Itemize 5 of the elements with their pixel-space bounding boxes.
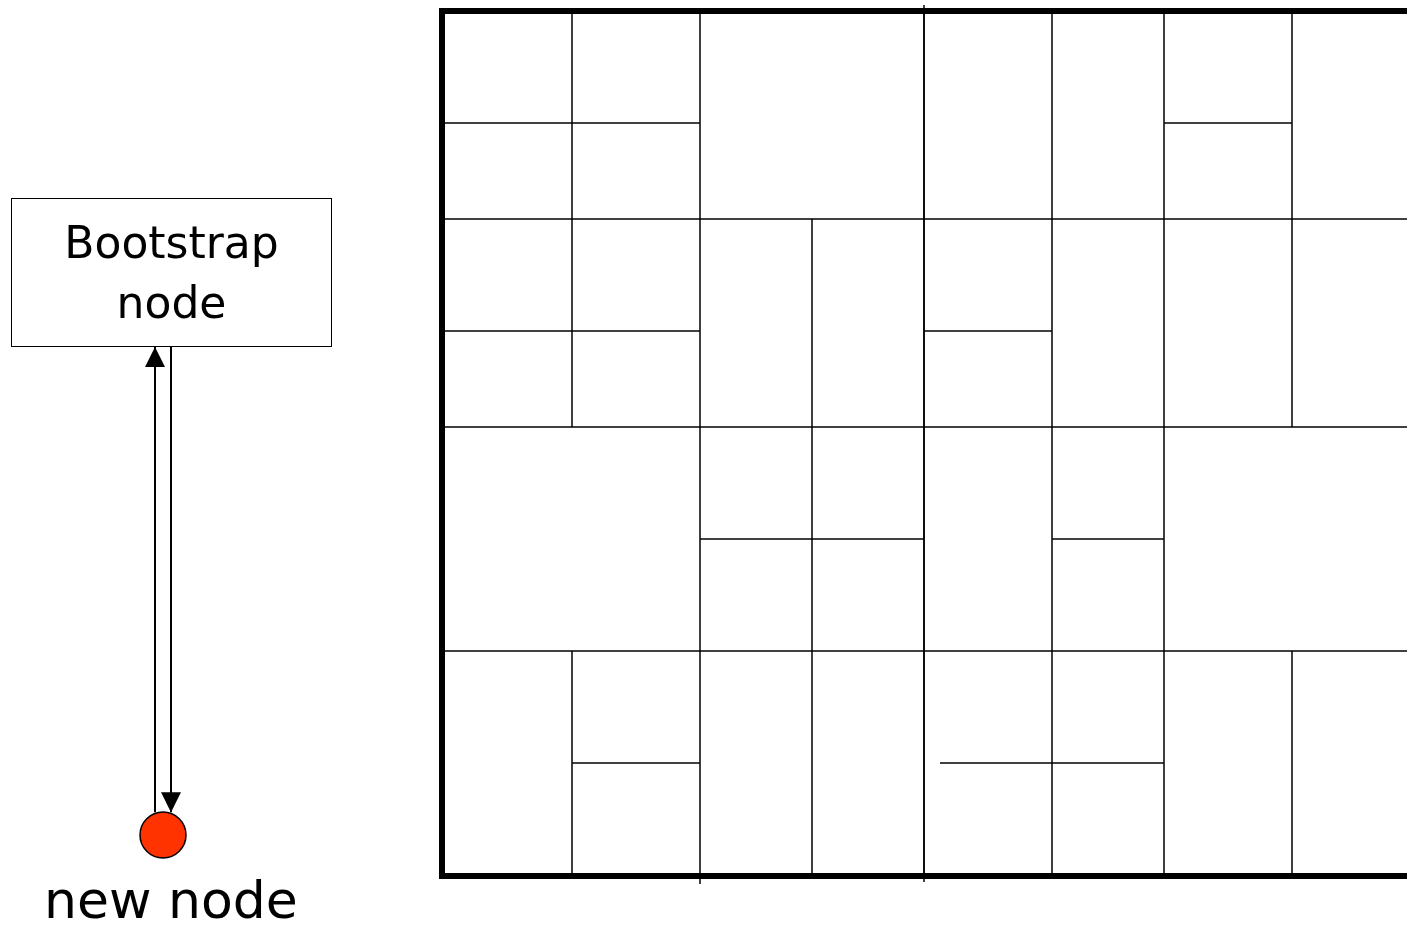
process-box [11, 198, 332, 347]
arrow [145, 346, 165, 814]
node-label: new node [44, 869, 298, 932]
arrow [161, 346, 181, 814]
node-label: Bootstrap node [63, 216, 280, 330]
